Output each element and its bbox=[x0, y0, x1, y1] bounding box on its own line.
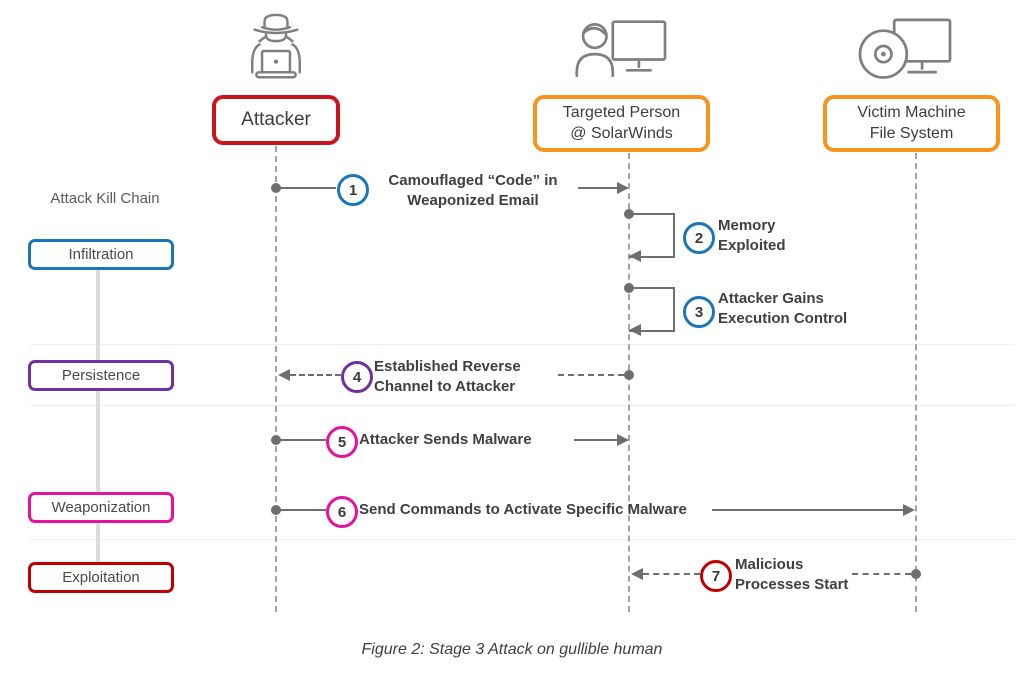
actor-name-line2: File System bbox=[869, 124, 954, 142]
kill-chain-connector-line bbox=[96, 254, 100, 576]
lifeline-attacker bbox=[275, 146, 277, 612]
stage-box-weaponization: Weaponization bbox=[28, 492, 174, 523]
message-dashed-line bbox=[643, 573, 700, 575]
message-dashed-line bbox=[558, 374, 624, 376]
step-number-circle: 3 bbox=[683, 296, 715, 328]
disc-monitor-icon bbox=[851, 16, 959, 94]
step-number: 5 bbox=[337, 433, 347, 451]
message-line bbox=[712, 509, 904, 511]
message-label: Camouflaged “Code” in Weaponized Email bbox=[388, 172, 558, 209]
lifeline-targeted-person bbox=[628, 153, 630, 612]
row-separator bbox=[30, 405, 1015, 406]
spy-laptop-icon bbox=[235, 8, 317, 94]
stage-box-infiltration: Infiltration bbox=[28, 239, 174, 270]
stage-label: Weaponization bbox=[51, 499, 151, 516]
step-number: 4 bbox=[352, 368, 362, 386]
step-number: 1 bbox=[348, 181, 358, 199]
message-line bbox=[574, 439, 618, 441]
step-number: 6 bbox=[337, 503, 347, 521]
arrowhead-left-icon bbox=[629, 250, 641, 262]
message-line bbox=[276, 187, 336, 189]
message-label: Attacker Sends Malware bbox=[359, 431, 532, 448]
arrowhead-left-icon bbox=[631, 568, 643, 580]
self-loop-line bbox=[629, 287, 675, 332]
step-number-circle: 6 bbox=[326, 496, 358, 528]
actor-box-attacker: Attacker bbox=[212, 95, 340, 145]
arrowhead-right-icon bbox=[903, 504, 915, 516]
step-number-circle: 4 bbox=[341, 361, 373, 393]
message-line bbox=[276, 439, 326, 441]
message-line bbox=[276, 509, 326, 511]
step-number-circle: 2 bbox=[683, 222, 715, 254]
message-dashed-line bbox=[852, 573, 911, 575]
lifeline-victim-machine bbox=[915, 153, 917, 612]
stage-box-persistence: Persistence bbox=[28, 360, 174, 391]
step-number-circle: 1 bbox=[337, 174, 369, 206]
kill-chain-title: Attack Kill Chain bbox=[50, 190, 160, 207]
message-line bbox=[578, 187, 618, 189]
stage-label: Persistence bbox=[61, 367, 141, 384]
message-start-dot bbox=[624, 370, 634, 380]
row-separator bbox=[30, 539, 1015, 540]
actor-box-targeted-person: Targeted Person @ SolarWinds bbox=[533, 95, 710, 152]
stage-box-exploitation: Exploitation bbox=[28, 562, 174, 593]
actor-name-line2: @ SolarWinds bbox=[570, 124, 673, 142]
actor-name: Targeted Person bbox=[562, 104, 681, 122]
actor-name: Victim Machine bbox=[857, 104, 966, 122]
figure-caption: Figure 2: Stage 3 Attack on gullible hum… bbox=[361, 641, 663, 658]
message-start-dot bbox=[911, 569, 921, 579]
step-number-circle: 5 bbox=[326, 426, 358, 458]
actor-box-victim-machine: Victim Machine File System bbox=[823, 95, 1000, 152]
message-label: Send Commands to Activate Specific Malwa… bbox=[359, 501, 687, 518]
message-dashed-line bbox=[290, 374, 341, 376]
step-number-circle: 7 bbox=[700, 560, 732, 592]
message-label: Established Reverse Channel to Attacker bbox=[374, 358, 521, 395]
message-label: Attacker Gains Execution Control bbox=[718, 290, 848, 327]
step-number: 3 bbox=[694, 303, 704, 321]
self-loop-line bbox=[629, 213, 675, 258]
arrowhead-right-icon bbox=[617, 182, 629, 194]
actor-name: Attacker bbox=[241, 108, 311, 130]
message-label: Memory Exploited bbox=[718, 217, 786, 254]
stage-label: Exploitation bbox=[62, 569, 140, 586]
step-number: 7 bbox=[711, 567, 721, 585]
row-separator bbox=[30, 344, 1015, 345]
stage-label: Infiltration bbox=[68, 246, 134, 263]
arrowhead-left-icon bbox=[629, 324, 641, 336]
message-label: Malicious Processes Start bbox=[735, 556, 849, 593]
arrowhead-left-icon bbox=[278, 369, 290, 381]
person-monitor-icon bbox=[566, 16, 674, 94]
arrowhead-right-icon bbox=[617, 434, 629, 446]
step-number: 2 bbox=[694, 229, 704, 247]
